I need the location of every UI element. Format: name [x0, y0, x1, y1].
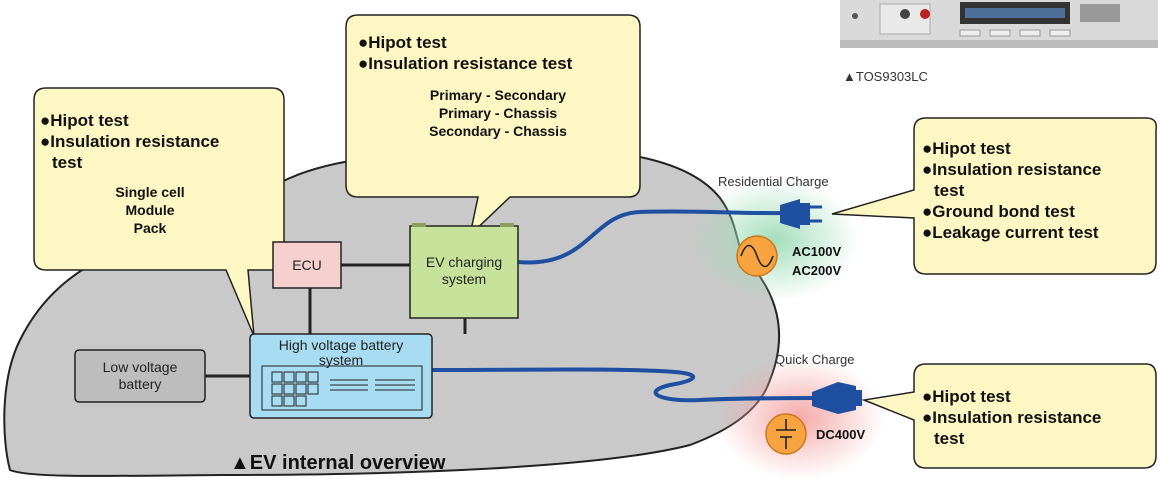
battery-callout-text: ●Hipot test ●Insulation resistance test …	[40, 110, 280, 237]
battery-cells-graphic	[261, 365, 423, 411]
residential-test-2b: test	[934, 181, 965, 200]
ac-sine-icon	[736, 235, 778, 277]
charging-callout-text: ●Hipot test ●Insulation resistance test …	[358, 32, 638, 140]
residential-callout-text: ●Hipot test ●Insulation resistance test …	[922, 138, 1154, 243]
residential-cable	[517, 209, 791, 265]
quick-charge-label: Quick Charge	[775, 352, 855, 367]
residential-test-4: ●Leakage current test	[922, 223, 1099, 242]
quick-test-1: ●Hipot test	[922, 387, 1011, 406]
ecu-box	[272, 241, 342, 289]
ev-charging-label: EV charging system	[410, 248, 518, 294]
product-caption: ▲TOS9303LC	[843, 69, 928, 84]
dc-battery-icon	[765, 413, 807, 455]
quick-callout-bubble	[861, 363, 1157, 469]
quick-test-2: ●Insulation resistance	[922, 408, 1102, 427]
dc400v-label: DC400V	[816, 427, 866, 442]
charging-test-1: ●Hipot test	[358, 33, 447, 52]
hv-battery-label: High voltage battery system	[250, 336, 432, 370]
quick-plug-icon	[812, 382, 862, 414]
quick-callout-text: ●Hipot test ●Insulation resistance test	[922, 386, 1154, 449]
hv-battery-label-line1: High voltage battery	[278, 337, 404, 353]
battery-test-2b: test	[52, 153, 83, 172]
ecu-label: ECU	[292, 256, 322, 273]
battery-sub-3: Pack	[133, 220, 167, 236]
residential-test-2: ●Insulation resistance	[922, 160, 1102, 179]
quick-cable	[431, 367, 821, 403]
charging-sub-1: Primary - Secondary	[429, 87, 567, 103]
battery-sub-2: Module	[125, 202, 175, 218]
residential-glow	[690, 178, 860, 302]
quick-test-2b: test	[934, 429, 965, 448]
charging-sub-3: Secondary - Chassis	[429, 123, 567, 139]
ac100v-label: AC100V	[792, 244, 842, 259]
residential-charge-label: Residential Charge	[718, 174, 829, 189]
internal-wiring	[205, 263, 467, 378]
overview-title: ▲EV internal overview	[230, 452, 446, 474]
charging-test-2: ●Insulation resistance test	[358, 54, 573, 73]
ac200v-label: AC200V	[792, 263, 842, 278]
residential-test-1: ●Hipot test	[922, 139, 1011, 158]
battery-test-1: ●Hipot test	[40, 111, 129, 130]
hv-battery-label-line2: system	[318, 352, 364, 368]
lv-battery-label-line1: Low voltage	[102, 359, 178, 375]
lv-battery-label: Low voltage battery	[75, 352, 205, 400]
battery-callout-bubble	[33, 87, 285, 337]
residential-callout-bubble	[831, 117, 1158, 275]
tos-instrument-image	[840, 0, 1158, 48]
residential-test-3: ●Ground bond test	[922, 202, 1075, 221]
lv-battery-box	[74, 349, 206, 403]
charging-callout-bubble	[345, 14, 641, 238]
ev-charging-box	[409, 225, 519, 319]
ev-charging-label-line2: system	[441, 271, 487, 287]
quick-glow	[715, 356, 885, 480]
battery-sub-1: Single cell	[115, 184, 185, 200]
battery-test-2: ●Insulation resistance	[40, 132, 220, 151]
residential-plug-icon	[780, 199, 822, 229]
charging-sub-2: Primary - Chassis	[438, 105, 558, 121]
lv-battery-label-line2: battery	[118, 376, 162, 392]
ev-charging-label-line1: EV charging	[425, 254, 503, 270]
